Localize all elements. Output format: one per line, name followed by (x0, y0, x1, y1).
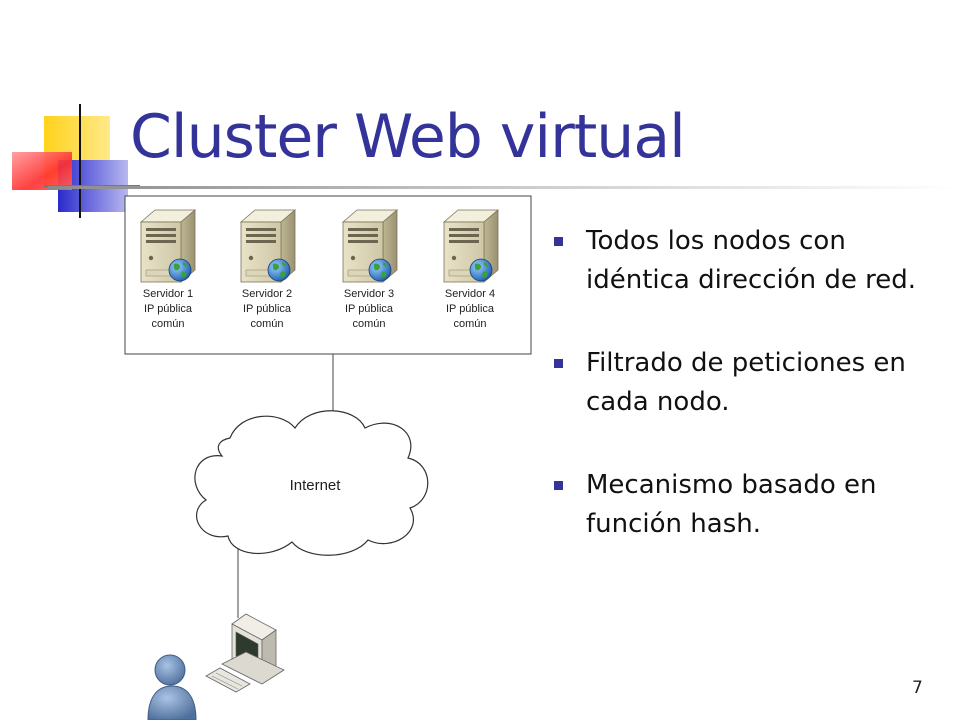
bullet-text: Todos los nodos con idéntica dirección d… (586, 226, 917, 295)
globe-icon (168, 258, 192, 282)
title-underline (48, 186, 960, 189)
server-4-name: Servidor 4 (445, 288, 495, 300)
server-1: Servidor 1 IP pública común (140, 209, 196, 330)
page-number: 7 (912, 678, 923, 698)
globe-icon (267, 258, 291, 282)
square-bullet-icon (554, 237, 563, 246)
server-3-common: común (352, 318, 385, 330)
globe-icon (469, 258, 493, 282)
server-1-ip: IP pública (144, 303, 193, 315)
bullet-text: Mecanismo basado en función hash. (586, 470, 877, 539)
bullet-item: Filtrado de peticiones en cada nodo. (552, 344, 952, 422)
user-icon (147, 654, 197, 720)
server-1-name: Servidor 1 (143, 288, 193, 300)
server-2-name: Servidor 2 (242, 288, 292, 300)
server-4-common: común (453, 318, 486, 330)
desktop-computer-icon (205, 613, 285, 693)
globe-icon (368, 258, 392, 282)
server-3: Servidor 3 IP pública común (342, 209, 398, 330)
square-bullet-icon (554, 481, 563, 490)
server-2-ip: IP pública (243, 303, 292, 315)
server-2: Servidor 2 IP pública común (240, 209, 296, 330)
slide-title: Cluster Web virtual (130, 102, 686, 172)
deco-red-square (12, 152, 72, 190)
cloud-icon (194, 410, 429, 556)
server-3-name: Servidor 3 (344, 288, 394, 300)
bullet-list: Todos los nodos con idéntica dirección d… (552, 222, 952, 588)
bullet-text: Filtrado de peticiones en cada nodo. (586, 348, 906, 417)
server-2-common: común (250, 318, 283, 330)
server-3-ip: IP pública (345, 303, 394, 315)
server-4-ip: IP pública (446, 303, 495, 315)
bullet-item: Mecanismo basado en función hash. (552, 466, 952, 544)
square-bullet-icon (554, 359, 563, 368)
network-diagram: Servidor 1 IP pública común Servidor 2 I… (124, 195, 532, 720)
server-1-common: común (151, 318, 184, 330)
bullet-item: Todos los nodos con idéntica dirección d… (552, 222, 952, 300)
internet-label: Internet (290, 477, 342, 494)
server-4: Servidor 4 IP pública común (443, 209, 499, 330)
